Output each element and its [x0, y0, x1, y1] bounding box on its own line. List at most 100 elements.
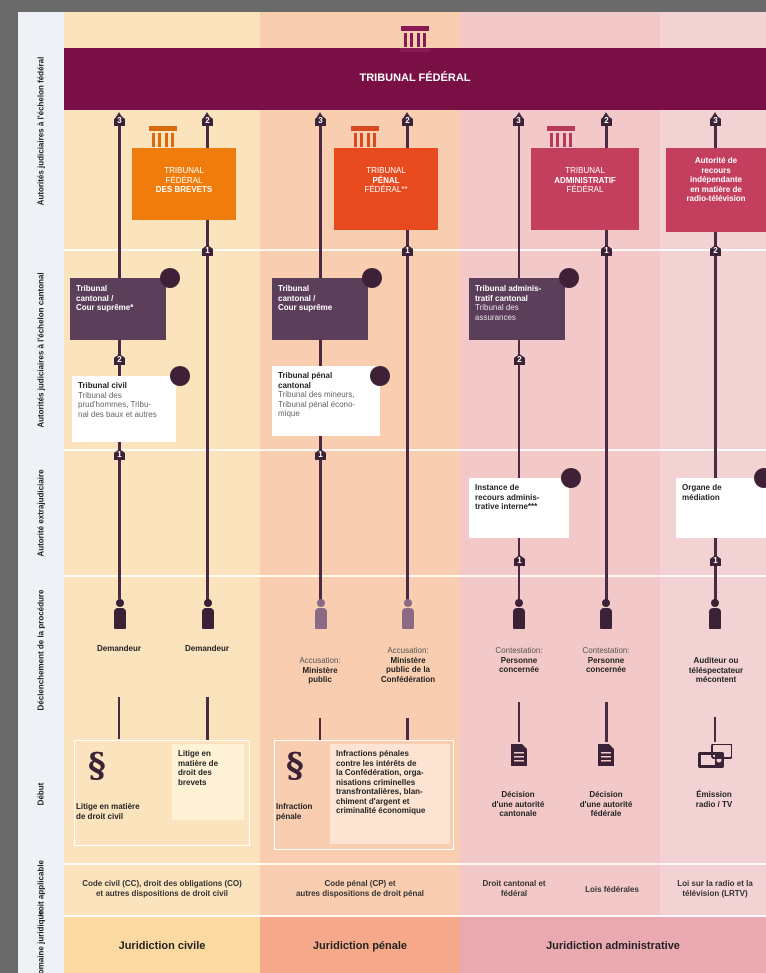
- person-icon: [709, 599, 721, 629]
- row-label-start: Début: [18, 724, 64, 865]
- step-number-badge: 3: [710, 115, 721, 126]
- courthouse-icon: [400, 26, 430, 52]
- court-federal-patents: TRIBUNAL FÉDÉRAL DES BREVETS: [132, 148, 236, 220]
- connector-line: [319, 718, 321, 740]
- law-civil: Code civil (CC), droit des obligations (…: [82, 879, 242, 898]
- step-number-badge: 1: [710, 555, 721, 566]
- connector-line: [206, 697, 209, 741]
- court-federal-admin: TRIBUNAL ADMINISTRATIF FÉDÉRAL: [531, 148, 639, 230]
- row-label-cantonal: Autorités judiciaires à l'échelon canton…: [18, 250, 64, 451]
- flow-line: [206, 124, 209, 602]
- courthouse-icon: [160, 268, 180, 288]
- step-number-badge: 2: [114, 354, 125, 365]
- flow-line: [406, 124, 409, 602]
- search-icon: [754, 468, 766, 488]
- domain-civil-bg: [64, 917, 260, 973]
- domain-admin-bg: [460, 917, 766, 973]
- court-cantonal-supreme-penal: Tribunal cantonal / Cour suprême: [272, 278, 368, 340]
- row-separator: [64, 575, 766, 577]
- federal-court-bar: [64, 48, 766, 110]
- row-label-law: Droit applicable: [18, 860, 64, 920]
- connector-line: [714, 717, 716, 742]
- row-separator: [64, 863, 766, 865]
- row-separator: [64, 249, 766, 251]
- step-number-badge: 1: [514, 555, 525, 566]
- court-cantonal-penal: Tribunal pénal cantonal Tribunal des min…: [272, 366, 380, 436]
- flow-line: [605, 124, 608, 602]
- domain-civil: Juridiction civile: [118, 940, 206, 952]
- trigger-label: Demandeur: [184, 644, 229, 653]
- step-number-badge: 3: [513, 115, 524, 126]
- person-icon: [114, 599, 126, 629]
- courthouse-icon: [170, 366, 190, 386]
- paragraph-icon: §: [286, 746, 304, 786]
- domain-admin: Juridiction administrative: [546, 940, 680, 952]
- step-number-badge: 3: [114, 115, 125, 126]
- court-cantonal-admin: Tribunal adminis- tratif cantonal Tribun…: [469, 278, 565, 340]
- step-number-badge: 2: [202, 115, 213, 126]
- step-number-badge: 1: [202, 245, 213, 256]
- person-icon: [513, 599, 525, 629]
- law-admin-federal: Lois fédérales: [585, 885, 639, 894]
- flow-line: [714, 124, 717, 602]
- row-separator: [64, 915, 766, 917]
- step-number-badge: 2: [710, 245, 721, 256]
- radio-tv-icon: [698, 744, 732, 768]
- step-number-badge: 1: [601, 245, 612, 256]
- prosecutor-icon: [402, 599, 414, 629]
- mediation-body: Organe de médiation: [676, 478, 766, 538]
- paragraph-icon: §: [88, 746, 106, 786]
- connector-line: [406, 718, 409, 740]
- start-civil-group: [74, 740, 250, 846]
- connector-line: [518, 702, 520, 742]
- row-label-federal: Autorités judiciaires à l'échelon fédéra…: [18, 12, 64, 251]
- federal-court-title: TRIBUNAL FÉDÉRAL: [359, 72, 471, 84]
- prosecutor-icon: [315, 599, 327, 629]
- diagram-frame: Autorités judiciaires à l'échelon fédéra…: [18, 12, 766, 973]
- courthouse-icon: [370, 366, 390, 386]
- document-icon: [511, 744, 527, 766]
- step-number-badge: 3: [315, 115, 326, 126]
- step-number-badge: 1: [315, 449, 326, 460]
- trigger-label: Demandeur: [96, 644, 141, 653]
- internal-appeal-instance: Instance de recours adminis- trative int…: [469, 478, 569, 538]
- person-icon: [600, 599, 612, 629]
- step-number-badge: 2: [514, 354, 525, 365]
- court-cantonal-supreme-civil: Tribunal cantonal / Cour suprême*: [70, 278, 166, 340]
- court-cantonal-civil: Tribunal civil Tribunal des prud'hommes,…: [72, 376, 176, 442]
- row-label-extra: Autorité extrajudiciaire: [18, 450, 64, 577]
- start-patent-litigation: Litige en matière de droit des brevets: [172, 744, 244, 820]
- courthouse-icon: [559, 268, 579, 288]
- connector-line: [118, 697, 120, 739]
- step-number-badge: 1: [114, 449, 125, 460]
- row-separator: [64, 449, 766, 451]
- court-federal-penal: TRIBUNAL PÉNAL FÉDÉRAL**: [334, 148, 438, 230]
- court-radio-appeal: Autorité de recours indépendante en mati…: [666, 148, 766, 232]
- domain-penal: Juridiction pénale: [312, 940, 408, 952]
- step-number-badge: 1: [402, 245, 413, 256]
- person-icon: [202, 599, 214, 629]
- domain-penal-bg: [260, 917, 460, 973]
- step-number-badge: 2: [402, 115, 413, 126]
- step-number-badge: 2: [601, 115, 612, 126]
- courthouse-icon: [362, 268, 382, 288]
- start-federal-offenses: Infractions pénales contre les intérêts …: [330, 744, 450, 844]
- flow-line: [319, 124, 322, 602]
- search-icon: [561, 468, 581, 488]
- connector-line: [605, 702, 608, 742]
- row-label-domain: Domaine juridique: [18, 910, 64, 973]
- row-label-trigger: Déclenchement de la procédure: [18, 576, 64, 725]
